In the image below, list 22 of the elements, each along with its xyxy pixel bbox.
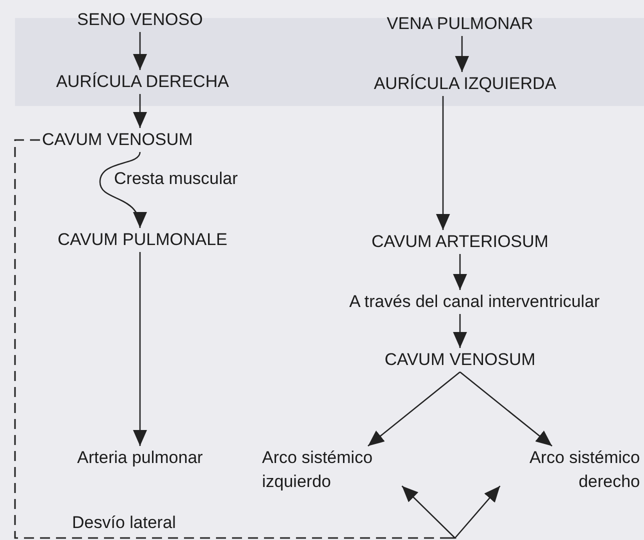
flow-label: CAVUM ARTERIOSUM xyxy=(340,230,580,254)
flow-label: CAVUM PULMONALE xyxy=(30,228,255,252)
arrow xyxy=(460,372,552,446)
flow-label: CAVUM VENOSUM xyxy=(42,128,242,152)
flow-label: A través del canal interventricular xyxy=(305,290,644,314)
arrow xyxy=(133,252,147,446)
arrow xyxy=(133,32,147,70)
arrow xyxy=(436,96,450,230)
flow-label: Arteria pulmonar xyxy=(50,446,230,470)
flow-label: Arco sistémico izquierdo xyxy=(262,446,402,494)
arrow xyxy=(133,94,147,128)
flow-label: AURÍCULA IZQUIERDA xyxy=(340,72,590,96)
arrow xyxy=(453,314,467,348)
arrow xyxy=(368,372,460,446)
flow-label: VENA PULMONAR xyxy=(360,12,560,36)
arrow xyxy=(453,254,467,290)
arrow xyxy=(99,152,146,228)
flow-label: AURÍCULA DERECHA xyxy=(30,70,255,94)
flow-label: SENO VENOSO xyxy=(60,8,220,32)
flow-label: Arco sistémico derecho xyxy=(500,446,640,494)
arrow xyxy=(455,36,469,72)
flow-label: CAVUM VENOSUM xyxy=(355,348,565,372)
